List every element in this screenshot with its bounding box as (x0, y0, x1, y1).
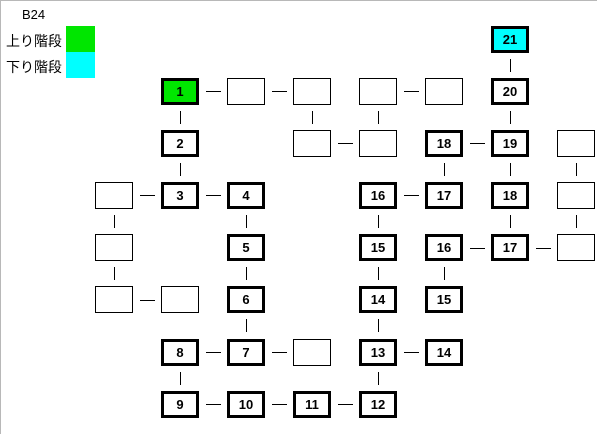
corridor-vertical (510, 59, 511, 72)
corridor-horizontal (271, 352, 287, 353)
room-unnumbered (95, 286, 133, 313)
room-unnumbered (359, 130, 397, 157)
room-unnumbered (557, 234, 595, 261)
corridor-horizontal (139, 300, 155, 301)
corridor-horizontal (403, 352, 419, 353)
room: 15 (425, 286, 463, 313)
room-unnumbered (557, 182, 595, 209)
corridor-horizontal (205, 91, 221, 92)
floor-label: B24 (22, 7, 46, 22)
room-unnumbered (425, 78, 463, 105)
room-unnumbered (293, 78, 331, 105)
room: 3 (161, 182, 199, 209)
corridor-horizontal (469, 248, 485, 249)
room: 19 (491, 130, 529, 157)
room: 11 (293, 391, 331, 418)
room-unnumbered (557, 130, 595, 157)
room: 8 (161, 339, 199, 366)
room: 2 (161, 130, 199, 157)
corridor-vertical (510, 111, 511, 124)
room-up-stairs: 1 (161, 78, 199, 105)
corridor-vertical (180, 111, 181, 124)
corridor-horizontal (271, 404, 287, 405)
room: 5 (227, 234, 265, 261)
corridor-vertical (444, 267, 445, 280)
corridor-vertical (246, 319, 247, 332)
room-unnumbered (161, 286, 199, 313)
corridor-horizontal (205, 352, 221, 353)
corridor-vertical (180, 372, 181, 385)
room: 20 (491, 78, 529, 105)
room: 7 (227, 339, 265, 366)
room: 16 (425, 234, 463, 261)
corridor-vertical (576, 215, 577, 228)
corridor-vertical (576, 163, 577, 176)
corridor-vertical (180, 163, 181, 176)
room-unnumbered (227, 78, 265, 105)
corridor-vertical (246, 215, 247, 228)
room: 14 (425, 339, 463, 366)
corridor-horizontal (535, 248, 551, 249)
room-unnumbered (293, 130, 331, 157)
room: 18 (491, 182, 529, 209)
room: 17 (491, 234, 529, 261)
corridor-horizontal (139, 195, 155, 196)
room-unnumbered (293, 339, 331, 366)
legend-down-stairs-label: 下り階段 (6, 59, 62, 75)
corridor-vertical (114, 215, 115, 228)
corridor-horizontal (337, 143, 353, 144)
corridor-horizontal (205, 195, 221, 196)
room-unnumbered (95, 182, 133, 209)
corridor-horizontal (469, 143, 485, 144)
corridor-vertical (444, 163, 445, 176)
corridor-horizontal (403, 91, 419, 92)
room: 12 (359, 391, 397, 418)
corridor-horizontal (205, 404, 221, 405)
room: 10 (227, 391, 265, 418)
frame-border-top (0, 0, 597, 1)
corridor-horizontal (271, 91, 287, 92)
corridor-vertical (312, 111, 313, 124)
room: 18 (425, 130, 463, 157)
room-unnumbered (95, 234, 133, 261)
room: 16 (359, 182, 397, 209)
corridor-vertical (114, 267, 115, 280)
legend-up-stairs-swatch (66, 26, 95, 52)
room: 4 (227, 182, 265, 209)
corridor-vertical (378, 111, 379, 124)
frame-border-left (0, 0, 1, 434)
room: 14 (359, 286, 397, 313)
corridor-vertical (510, 163, 511, 176)
room-down-stairs: 21 (491, 26, 529, 53)
corridor-vertical (246, 267, 247, 280)
legend-down-stairs-swatch (66, 52, 95, 78)
corridor-horizontal (337, 404, 353, 405)
corridor-vertical (378, 267, 379, 280)
corridor-vertical (378, 319, 379, 332)
room: 15 (359, 234, 397, 261)
room: 6 (227, 286, 265, 313)
legend-up-stairs-label: 上り階段 (6, 33, 62, 49)
corridor-vertical (510, 215, 511, 228)
corridor-vertical (378, 215, 379, 228)
room: 17 (425, 182, 463, 209)
room: 13 (359, 339, 397, 366)
corridor-horizontal (403, 195, 419, 196)
room: 9 (161, 391, 199, 418)
corridor-vertical (378, 372, 379, 385)
room-unnumbered (359, 78, 397, 105)
